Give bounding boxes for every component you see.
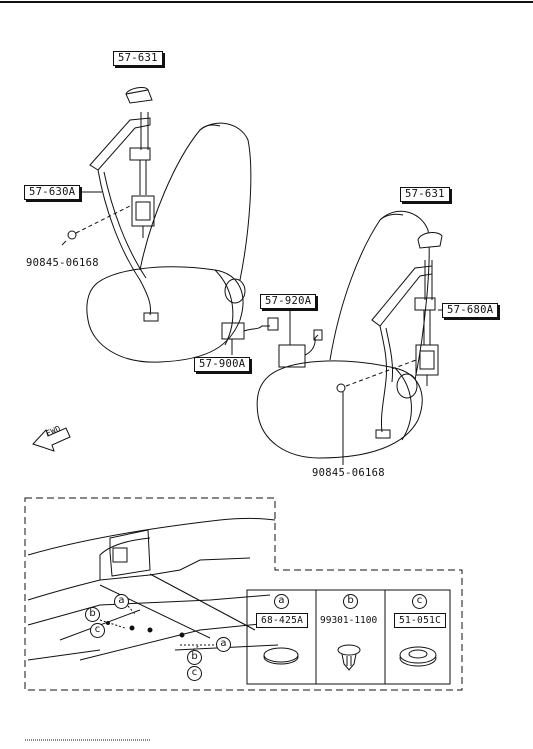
detail-frame xyxy=(24,497,463,691)
grommet-c-shape xyxy=(399,646,437,667)
table-part-c[interactable]: 51-051C xyxy=(394,613,447,628)
table-part-b[interactable]: 99301-1100 xyxy=(320,615,378,626)
fwd-arrow-icon xyxy=(32,427,71,452)
callout-57-680a[interactable]: 57-680A xyxy=(442,303,499,318)
left-belt-assembly xyxy=(61,86,159,322)
marker-a-floor-2: a xyxy=(216,637,231,652)
marker-b-floor: b xyxy=(85,607,100,622)
callout-57-631-left[interactable]: 57-631 xyxy=(113,51,163,66)
callout-bolt-left[interactable]: 90845-06168 xyxy=(26,257,99,269)
marker-c-floor: c xyxy=(90,623,105,638)
marker-a-floor: a xyxy=(114,594,129,609)
clip-b-shape xyxy=(337,644,361,671)
floor-drawing xyxy=(27,518,301,661)
buckle-assembly xyxy=(221,310,323,368)
table-marker-c: c xyxy=(412,594,427,609)
right-belt-assembly xyxy=(336,232,444,465)
parts-table xyxy=(246,589,451,685)
marker-c-floor-2: c xyxy=(187,666,202,681)
table-marker-b: b xyxy=(343,594,358,609)
callout-57-630a[interactable]: 57-630A xyxy=(24,185,81,200)
table-part-a[interactable]: 68-425A xyxy=(256,613,309,628)
left-seat xyxy=(86,122,252,363)
callout-57-920a[interactable]: 57-920A xyxy=(260,294,317,309)
callout-57-631-right[interactable]: 57-631 xyxy=(400,187,450,202)
callout-bolt-right[interactable]: 90845-06168 xyxy=(312,467,385,479)
table-marker-a: a xyxy=(274,594,289,609)
marker-b-floor-2: b xyxy=(187,650,202,665)
right-seat xyxy=(256,210,430,459)
callout-57-900a[interactable]: 57-900A xyxy=(194,357,251,372)
